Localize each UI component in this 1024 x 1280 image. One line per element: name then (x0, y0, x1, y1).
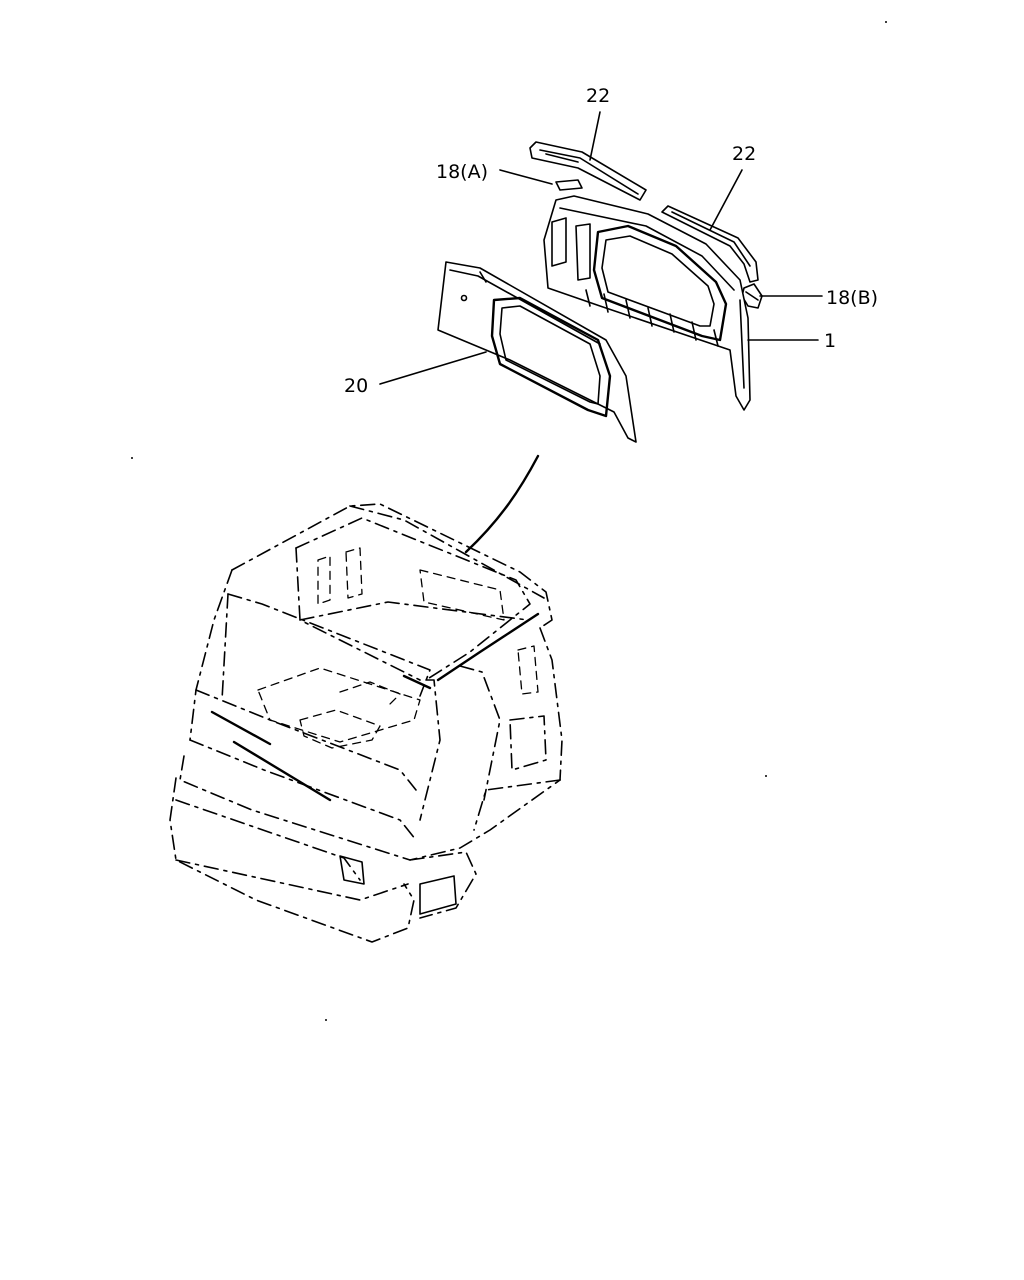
callout-1: 1 (824, 330, 836, 352)
callout-20: 20 (344, 375, 368, 397)
callout-22-left: 22 (586, 85, 610, 107)
roof-strip-right (661, 205, 759, 283)
rear-panel-1 (543, 195, 751, 411)
callout-labels: 22 22 18(A) 18(B) 1 20 (344, 85, 878, 397)
leader-lines (379, 111, 823, 385)
callout-18a: 18(A) (436, 161, 488, 183)
assembly-leader (464, 454, 540, 554)
scan-specks (131, 21, 887, 1021)
roof-strip-left (529, 141, 647, 201)
callout-18b: 18(B) (826, 287, 878, 309)
clip-18a (555, 179, 583, 191)
inner-panel-20 (437, 261, 637, 443)
cab-body (169, 503, 563, 943)
callout-22-right: 22 (732, 143, 756, 165)
